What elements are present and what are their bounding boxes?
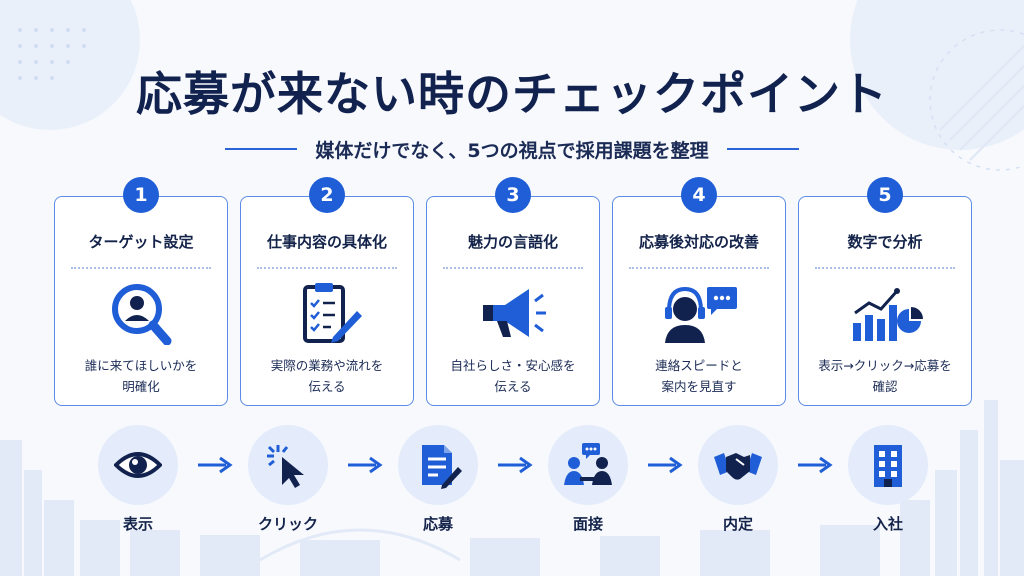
application-form-icon bbox=[422, 445, 462, 489]
card-divider bbox=[629, 267, 769, 269]
checkpoint-card-2: 2 仕事内容の具体化 実際の業務や流れを 伝える bbox=[240, 177, 414, 406]
card-number: 3 bbox=[495, 177, 531, 213]
card-divider bbox=[257, 267, 397, 269]
megaphone-icon bbox=[483, 289, 546, 337]
person-magnifier-icon bbox=[112, 284, 172, 345]
flow-step-label: 応募 bbox=[422, 515, 453, 533]
handshake-icon bbox=[714, 453, 762, 480]
flow-step-label: 内定 bbox=[722, 515, 753, 533]
flow-step-apply: 応募 bbox=[388, 425, 488, 545]
flow-step-circle bbox=[248, 425, 328, 505]
flow-step-join: 入社 bbox=[838, 425, 938, 545]
page-title: 応募が来ない時のチェックポイント bbox=[136, 67, 888, 121]
subtitle: 媒体だけでなく、5つの視点で採用課題を整理 bbox=[315, 139, 709, 162]
card-number: 4 bbox=[681, 177, 717, 213]
card-description-line: 案内を見直す bbox=[661, 379, 737, 394]
card-description: 誰に来てほしいかを 明確化 bbox=[59, 355, 223, 397]
arrow-right-icon bbox=[798, 456, 833, 474]
card-title: ターゲット設定 bbox=[88, 233, 194, 251]
card-title: 仕事内容の具体化 bbox=[266, 233, 387, 251]
card-description-line: 伝える bbox=[494, 379, 532, 394]
card-description: 自社らしさ・安心感を 伝える bbox=[431, 355, 595, 397]
card-description-line: 自社らしさ・安心感を bbox=[450, 358, 576, 373]
flow-step-circle bbox=[98, 425, 178, 505]
card-divider bbox=[71, 267, 211, 269]
flow-step-label: 表示 bbox=[122, 515, 153, 533]
card-description: 連絡スピードと 案内を見直す bbox=[617, 355, 781, 397]
flow-step-circle bbox=[548, 425, 628, 505]
card-number: 2 bbox=[309, 177, 345, 213]
card-description: 実際の業務や流れを 伝える bbox=[245, 355, 409, 397]
flow-step-click: クリック bbox=[238, 425, 338, 545]
card-description-line: 連絡スピードと bbox=[655, 358, 743, 373]
arrow-right-icon bbox=[648, 456, 683, 474]
card-description-line: 伝える bbox=[308, 379, 346, 394]
clipboard-checklist-icon bbox=[303, 283, 362, 343]
card-divider bbox=[443, 267, 583, 269]
card-title: 魅力の言語化 bbox=[467, 233, 558, 251]
flow-step-circle bbox=[848, 425, 928, 505]
checkpoint-card-3: 3 魅力の言語化 自社らしさ・安心感を 伝える bbox=[426, 177, 600, 406]
card-divider bbox=[815, 267, 955, 269]
card-description-line: 明確化 bbox=[122, 379, 160, 394]
checkpoint-cards: 1 ターゲット設定 誰に来てほしいかを 明確化 2 仕事内容の具体化 実際の業 bbox=[54, 177, 972, 408]
card-description-line: 表示→クリック→応募を bbox=[818, 358, 952, 373]
building-icon bbox=[874, 445, 902, 487]
recruitment-flow: 表示 クリック bbox=[0, 425, 1024, 545]
card-description-line: 誰に来てほしいかを bbox=[84, 358, 198, 373]
cursor-click-icon bbox=[267, 445, 304, 488]
flow-step-label: 入社 bbox=[872, 515, 903, 533]
card-description-line: 実際の業務や流れを bbox=[270, 358, 384, 373]
flow-step-label: クリック bbox=[257, 515, 318, 533]
checkpoint-card-4: 4 応募後対応の改善 連絡スピードと 案内を見直す bbox=[612, 177, 786, 406]
checkpoint-card-5: 5 数字で分析 表示→クリック→応募を 確認 bbox=[798, 177, 972, 406]
card-description: 表示→クリック→応募を 確認 bbox=[803, 355, 967, 397]
subtitle-row: 媒体だけでなく、5つの視点で採用課題を整理 bbox=[0, 134, 1024, 164]
interview-icon bbox=[564, 443, 612, 485]
flow-step-label: 面接 bbox=[572, 515, 603, 533]
card-title: 応募後対応の改善 bbox=[638, 233, 759, 251]
arrow-right-icon bbox=[498, 456, 533, 474]
flow-step-offer: 内定 bbox=[688, 425, 788, 545]
card-title: 数字で分析 bbox=[847, 233, 923, 251]
flow-step-interview: 面接 bbox=[538, 425, 638, 545]
arrow-right-icon bbox=[348, 456, 383, 474]
flow-step-circle bbox=[698, 425, 778, 505]
arrow-right-icon bbox=[198, 456, 233, 474]
card-number: 1 bbox=[123, 177, 159, 213]
flow-step-circle bbox=[398, 425, 478, 505]
eye-icon bbox=[114, 452, 162, 478]
headset-operator-icon bbox=[665, 286, 737, 343]
card-number: 5 bbox=[867, 177, 903, 213]
flow-step-display: 表示 bbox=[88, 425, 188, 545]
checkpoint-card-1: 1 ターゲット設定 誰に来てほしいかを 明確化 bbox=[54, 177, 228, 406]
subtitle-line-left bbox=[225, 148, 298, 150]
card-description-line: 確認 bbox=[872, 379, 898, 394]
bar-chart-icon bbox=[853, 288, 923, 341]
subtitle-line-right bbox=[726, 148, 799, 150]
